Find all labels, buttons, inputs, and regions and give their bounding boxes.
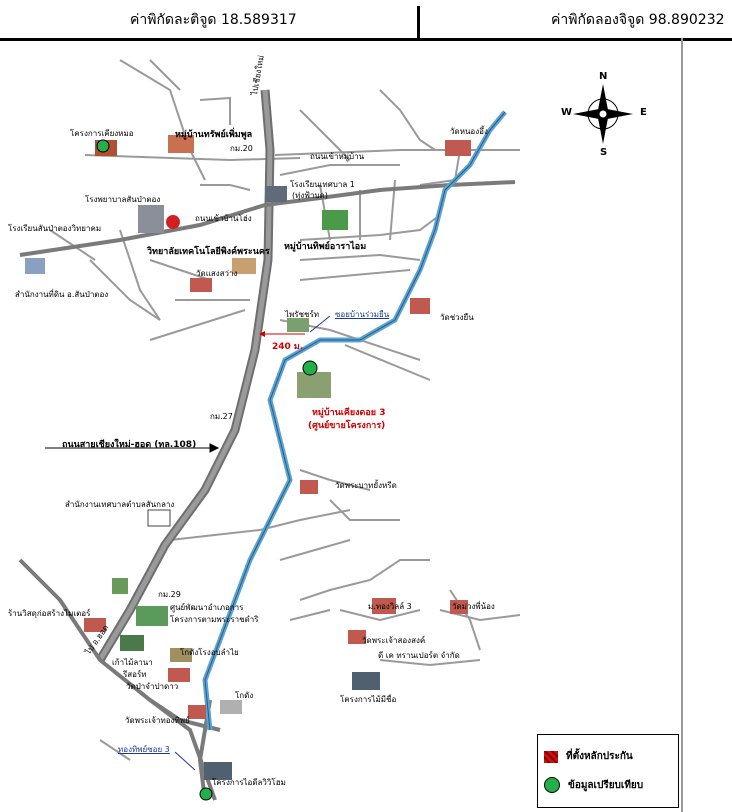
- project-icon-2: [204, 762, 232, 780]
- coordinate-header: ค่าพิกัดละติจูด 18.589317 ค่าพิกัดลองจิจ…: [0, 0, 732, 41]
- label-school-2: โรงเรียนสันป่าตองวิทยาคม: [8, 224, 102, 233]
- label-center: ศูนย์พัฒนาอำเภอการ: [170, 603, 244, 612]
- label-land-office: สำนักงานที่ดิน อ.สันป่าตอง: [15, 290, 109, 299]
- label-temple-2: วัดแสงสว่าง: [196, 269, 238, 278]
- secondary-roads: [18, 180, 516, 801]
- temple-icon-5: [450, 600, 468, 614]
- label-village-1: หมู่บ้านทรัพย์เพิ่มพูล: [175, 130, 253, 140]
- center-icon: [136, 606, 168, 626]
- legend-label-2: ข้อมูลเปรียบเทียบ: [568, 779, 644, 791]
- landmark-icons: [25, 135, 471, 801]
- village-icon-2: [322, 210, 348, 230]
- label-temple-4: วัดพระบาทยั้งหรีด: [335, 481, 397, 490]
- project-icon: [352, 672, 380, 690]
- label-temple-8: วัดพระเจ้าทองทิพย์: [125, 716, 190, 725]
- comparison-marker-4: [199, 787, 213, 801]
- label-municipality: สำนักงานเทศบาลตำบลสันกลาง: [65, 500, 175, 509]
- label-km20: กม.20: [230, 144, 253, 153]
- label-soi-2: ทองทิพย์ซอย 3: [118, 745, 170, 754]
- legend-item-comparison: ข้อมูลเปรียบเทียบ: [544, 777, 643, 793]
- label-project-1: โครงการเคียงหมอ: [70, 129, 134, 138]
- warehouse-icon-1: [170, 648, 192, 662]
- temple-icon-3: [410, 298, 430, 314]
- temple-icon-8: [188, 705, 206, 719]
- label-soi: ซอยบ้านร่วมยืน: [335, 310, 390, 319]
- label-village-3: หมู่บ้านเคียงดอย 3: [312, 408, 386, 418]
- office-icon-1: [25, 258, 45, 274]
- label-project-3: โครงการไอดีลวิวิโฮม: [212, 778, 286, 787]
- longitude-label: ค่าพิกัดลองจิจูด 98.890232: [551, 12, 725, 28]
- legend-label-1: ที่ตั้งหลักประกัน: [566, 751, 633, 762]
- college-icon: [232, 258, 256, 274]
- label-highway: ถนนสายเชียงใหม่-ฮอด (ทล.108): [62, 440, 197, 450]
- resort-icon-2: [120, 635, 144, 651]
- label-college: วิทยาลัยเทคโนโลยีพิงค์พระนคร: [147, 247, 270, 257]
- warehouse-icon-2: [220, 700, 242, 714]
- office-icon-2: [147, 509, 171, 527]
- area-map: [18, 59, 633, 801]
- label-village-2: หมู่บ้านทิพย์อาราไอม: [284, 242, 367, 252]
- label-village-4: ม.ทองวิลล์ 3: [368, 602, 412, 611]
- label-school-1: โรงเรียนเทศบาล 1: [290, 180, 355, 189]
- tree-icon-1: [112, 578, 128, 594]
- annotation-arrows: [45, 315, 331, 771]
- village-icon-3: [297, 372, 331, 398]
- map-legend: ที่ตั้งหลักประกัน ข้อมูลเปรียบเทียบ: [537, 734, 679, 808]
- label-center-sub: โครงการตามพระราชดำริ: [170, 615, 259, 624]
- comparison-marker-3: [302, 360, 318, 376]
- header-divider: [417, 6, 420, 38]
- label-school-1-sub: (ทุ่งฟ้าบด): [292, 191, 328, 200]
- label-warehouse-1: โกดังโรงอบลำไย: [180, 648, 239, 657]
- compass-rose: [573, 84, 633, 144]
- label-access-road-2: ถนนเข้าบ้านโฮ่ง: [195, 214, 252, 223]
- shop-icon: [84, 618, 106, 632]
- label-temple-6: วัดพระเจ้าสองสงค์: [362, 636, 426, 645]
- village-icon-4: [372, 598, 396, 614]
- label-resort-2-sub: รีสอร์ท: [123, 670, 147, 679]
- label-access-road-1: ถนนเข้าหมู่บ้าน: [310, 152, 365, 161]
- label-km27: กม.27: [210, 412, 233, 421]
- frame-rule: [681, 38, 683, 812]
- label-distance: 240 ม.: [272, 342, 304, 352]
- comparison-marker-1: [96, 139, 110, 153]
- label-company: ดี เค ทรานเปอร์ต จำกัด: [378, 651, 460, 660]
- latitude-label: ค่าพิกัดละติจูด 18.589317: [130, 12, 297, 28]
- temple-icon-1: [445, 140, 471, 156]
- label-temple-5: วัดม่วงพี่น้อง: [452, 602, 495, 611]
- label-village-3-sub: (ศูนย์ขายโครงการ): [308, 421, 386, 431]
- compass-west: W: [561, 107, 573, 118]
- label-temple-7: วัดป่าจำปาดาว: [126, 682, 179, 691]
- temple-icon-2: [190, 278, 212, 292]
- label-project-2: โครงการไม้มีชื่อ: [340, 695, 397, 704]
- temple-icon-6: [348, 630, 366, 644]
- village-icon-1: [168, 135, 194, 153]
- school-icon: [265, 186, 287, 202]
- minor-roads: [49, 59, 521, 761]
- legend-item-collateral: ที่ตั้งหลักประกัน: [544, 749, 633, 764]
- label-hospital: โรงพยาบาลสันป่าตอง: [85, 195, 161, 204]
- label-temple-1: วัดหนองอึ้ง: [450, 127, 488, 136]
- compass-north: N: [599, 71, 608, 82]
- distance-marker-240m: [259, 331, 305, 337]
- collateral-swatch-icon: [544, 750, 558, 763]
- label-warehouse-2: โกดัง: [235, 691, 254, 700]
- compass-east: E: [640, 107, 647, 118]
- resort-icon: [287, 318, 309, 332]
- temple-icon-4: [300, 480, 318, 494]
- label-resort-2: เก้าไม้ลานา: [112, 658, 153, 667]
- label-km29: กม.29: [158, 590, 181, 599]
- hospital-icon: [138, 205, 164, 233]
- temple-icon-7: [168, 668, 190, 682]
- comparison-circle-icon: [544, 777, 560, 793]
- label-shop: ร้านวิสดุก่อสร้างไมเตอร์: [8, 609, 91, 618]
- compass-south: S: [600, 147, 608, 158]
- label-temple-3: วัดช่วงยืน: [440, 313, 474, 322]
- hospital-cross-icon: [166, 215, 180, 229]
- label-resort: ไพรัชชร์ท: [285, 310, 320, 319]
